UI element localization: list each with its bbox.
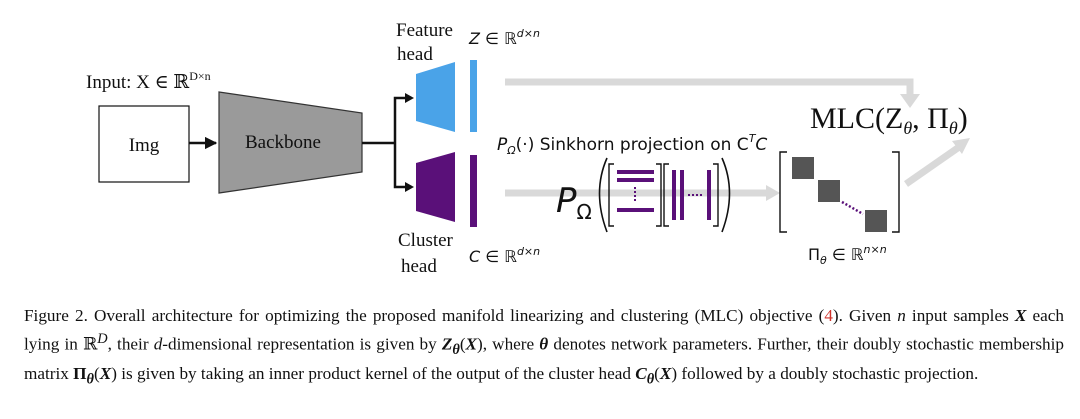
cluster-head-label: Cluster [398, 230, 454, 251]
projection-to-mlc-arrow [903, 142, 965, 187]
architecture-diagram: Input: X ∈ ℝD×n Img Backbone Feature hea… [86, 20, 970, 277]
projection-operator: PΩ [556, 181, 592, 224]
z-label: Z ∈ ℝd×n [468, 27, 540, 48]
backbone-block [218, 91, 363, 194]
projection-to-mlc-arrowhead [952, 138, 970, 154]
cluster-output-bar [470, 155, 477, 227]
backbone-label: Backbone [245, 132, 321, 153]
c-label: C ∈ ℝd×n [469, 245, 540, 266]
img-box [98, 105, 190, 183]
feature-head-label: Feature [396, 20, 453, 41]
feature-head-block [416, 62, 455, 132]
cluster-to-projection-arrowhead [766, 185, 780, 201]
feature-head-label-2: head [397, 44, 433, 65]
arrow-head-cluster [405, 182, 414, 192]
projection-paren-left [598, 157, 608, 233]
c-matrix [663, 163, 719, 227]
equation-reference-link[interactable]: 4 [824, 306, 833, 325]
figure-caption: Figure 2. Overall architecture for optim… [24, 304, 1064, 392]
sinkhorn-label: PΩ(·) Sinkhorn projection on CTC [497, 132, 767, 157]
arrow-head-feature [405, 93, 414, 103]
cluster-head-block [416, 152, 455, 222]
ct-matrix [608, 163, 662, 227]
backbone-split-line [362, 96, 407, 189]
mlc-objective: MLC(Zθ, Πθ) [810, 102, 968, 138]
pi-matrix [779, 151, 900, 233]
feature-to-mlc-arrowhead [900, 94, 920, 108]
img-label: Img [129, 135, 160, 156]
projection-paren-right [721, 157, 731, 233]
input-label: Input: X ∈ ℝD×n [86, 69, 211, 93]
feature-output-bar [470, 60, 477, 132]
caption-text: Figure 2. Overall architecture for optim… [24, 306, 1064, 388]
pi-label: Πθ ∈ ℝn×n [808, 243, 887, 267]
feature-to-mlc-arrow [505, 78, 914, 96]
cluster-head-label-2: head [401, 256, 437, 277]
